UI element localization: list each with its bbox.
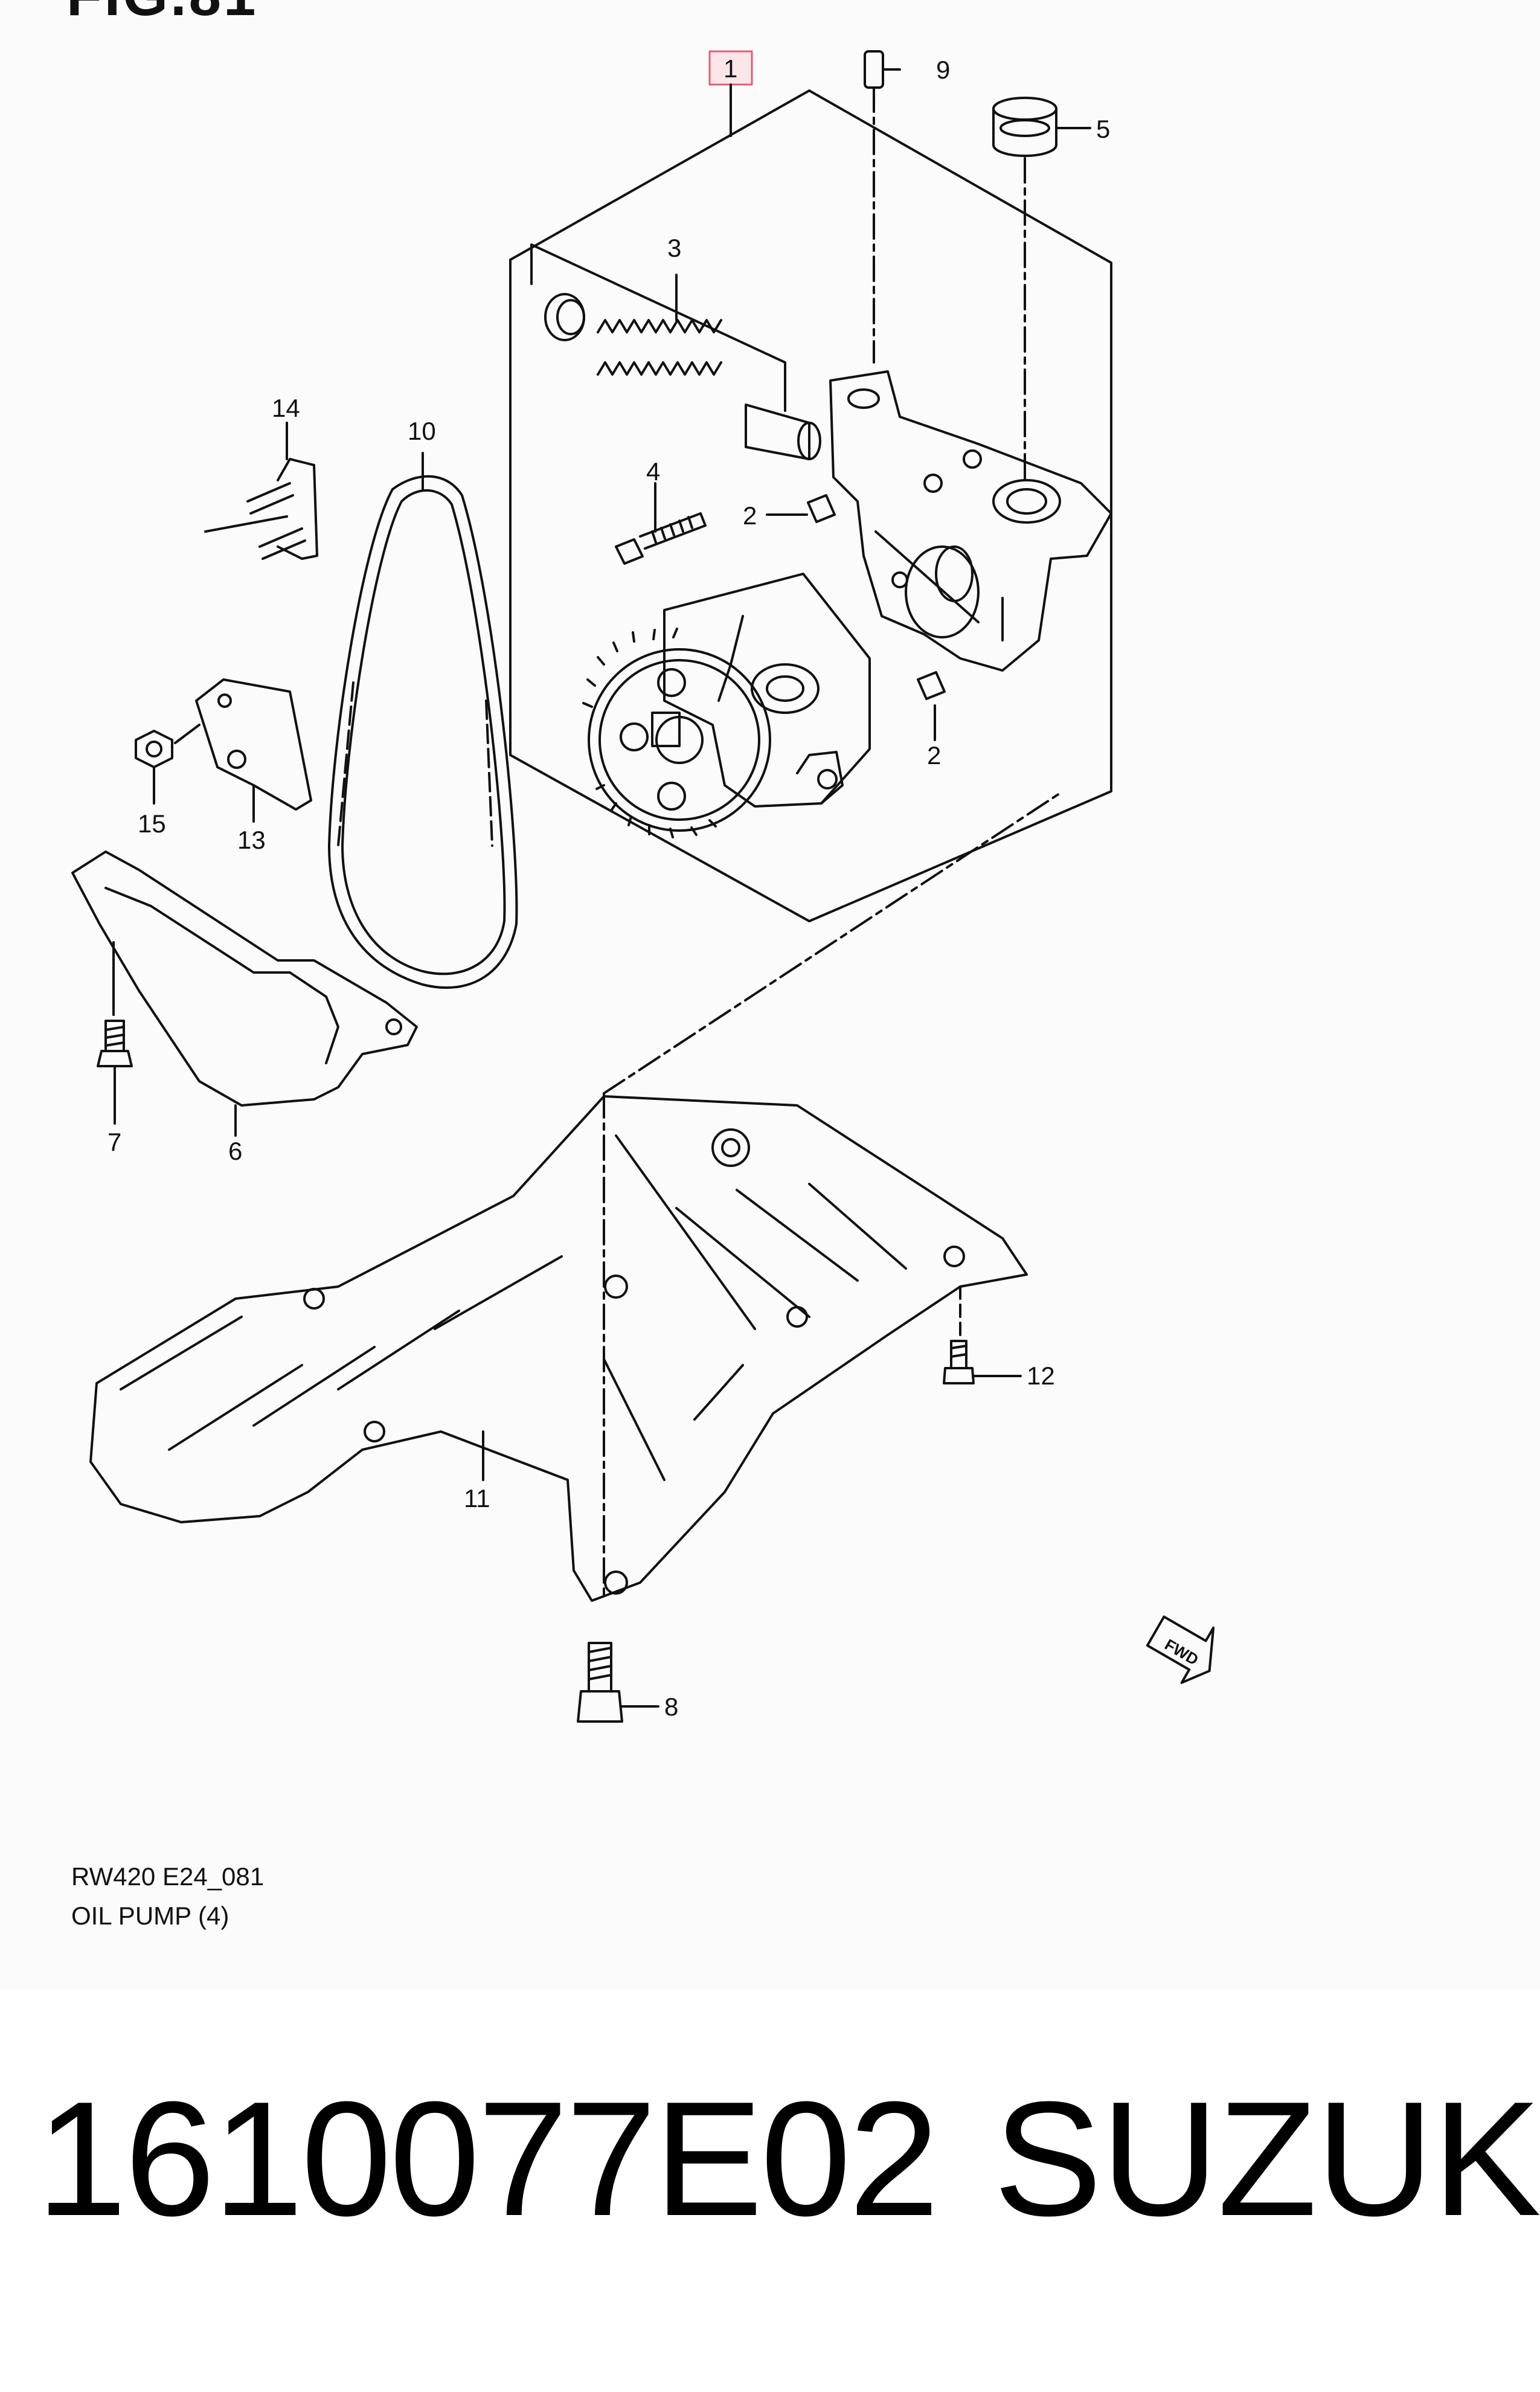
bolt-8 xyxy=(577,1642,659,1723)
callout-14: 14 xyxy=(272,394,300,422)
callout-9: 9 xyxy=(936,56,950,84)
callout-12: 12 xyxy=(1027,1362,1055,1390)
callout-11: 11 xyxy=(464,1484,490,1513)
callout-4: 4 xyxy=(646,457,660,486)
studs-14 xyxy=(204,422,318,560)
callout-2-upper: 2 xyxy=(743,501,757,530)
baffle-plate-11 xyxy=(89,790,1064,1602)
pin-9 xyxy=(864,50,901,364)
part-number: 1610077E02 xyxy=(36,2068,940,2250)
bolt-7 xyxy=(97,1020,133,1125)
seal-5 xyxy=(992,97,1091,484)
callout-8: 8 xyxy=(664,1693,678,1721)
callout-13: 13 xyxy=(237,826,266,854)
bolt-4 xyxy=(615,482,707,565)
callout-15: 15 xyxy=(138,809,166,838)
callout-6: 6 xyxy=(228,1137,242,1165)
diagram-code: RW420 E24_081 xyxy=(71,1862,265,1891)
bottom-banner: 1610077E02 SUZUKI xyxy=(0,2078,1540,2289)
dowel-2-upper xyxy=(766,494,836,523)
callout-5: 5 xyxy=(1096,115,1110,143)
figure-title: FIG.81 xyxy=(66,0,258,29)
assembly-outline xyxy=(509,89,1112,922)
chain-10 xyxy=(328,452,518,989)
callout-10: 10 xyxy=(408,417,436,445)
nut-15 xyxy=(135,724,201,805)
callout-2-lower: 2 xyxy=(927,741,941,770)
brand-name: SUZUKI xyxy=(993,2068,1540,2250)
fwd-arrow-icon: FWD xyxy=(1146,1615,1215,1684)
oil-pump-body xyxy=(582,370,1112,838)
dowel-2-lower xyxy=(917,671,946,741)
bolt-12 xyxy=(943,1285,1022,1384)
callout-1: 1 xyxy=(723,54,737,83)
callout-7: 7 xyxy=(107,1128,121,1156)
chain-guide-6 xyxy=(71,850,418,1137)
relief-valve xyxy=(530,243,821,460)
diagram-name: OIL PUMP (4) xyxy=(71,1902,229,1930)
callout-3: 3 xyxy=(667,234,681,262)
drawing-panel xyxy=(0,0,1540,1990)
exploded-parts-diagram: FWD 1 2 2 3 4 5 6 7 8 9 10 11 12 13 14 1… xyxy=(71,50,1215,1723)
bracket-13 xyxy=(195,678,312,823)
